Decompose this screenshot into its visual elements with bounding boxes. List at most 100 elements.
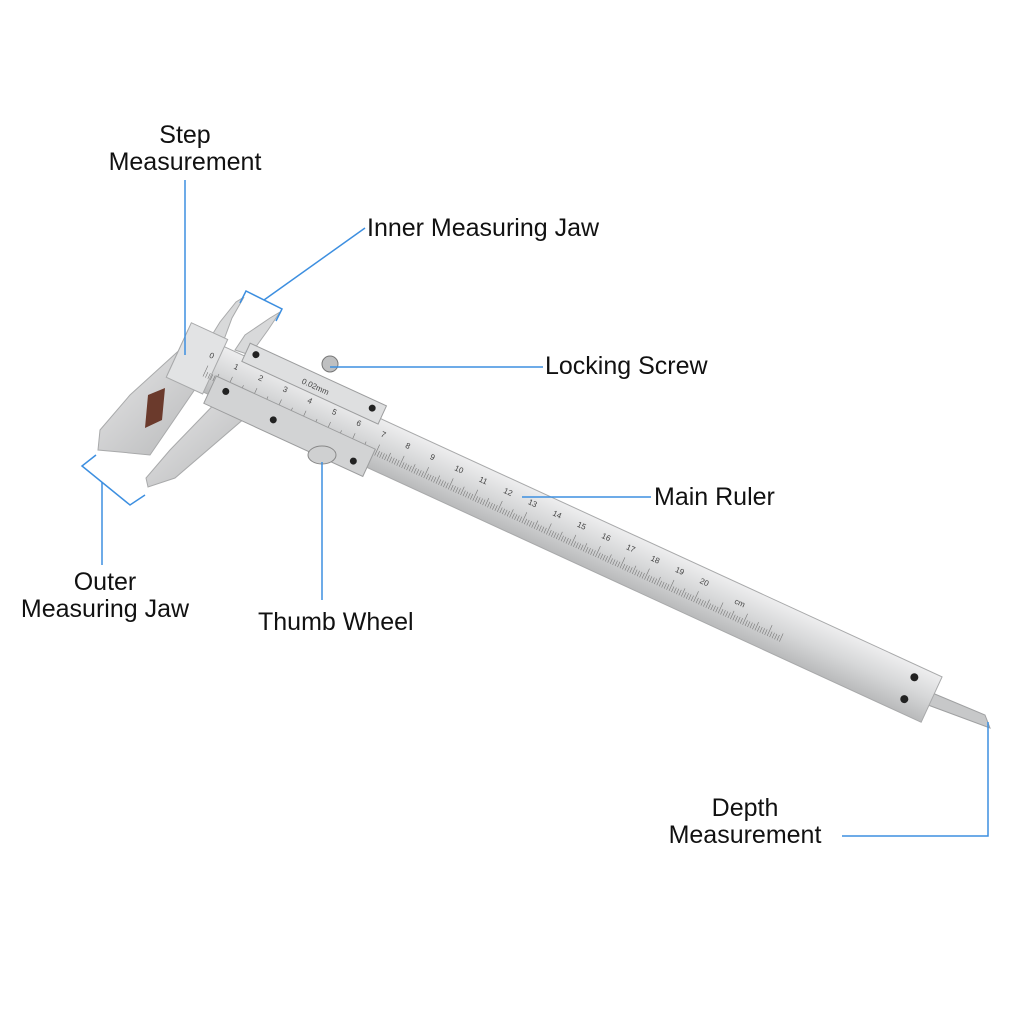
scale-tick [715, 606, 719, 613]
step-measurement-label: Step Measurement [90, 122, 280, 176]
scale-tick [541, 526, 545, 533]
scale-tick [627, 566, 631, 572]
scale-tick [585, 546, 589, 553]
scale-tick [536, 524, 540, 531]
scale-tick [423, 467, 429, 479]
main-ruler-label: Main Ruler [654, 483, 775, 511]
scale-number: 7 [379, 430, 387, 440]
scale-tick [683, 592, 687, 598]
depth-rod [927, 691, 991, 729]
scale-number: 2 [257, 373, 265, 383]
scale-tick [509, 509, 514, 518]
scale-tick [631, 565, 637, 575]
scale-number: 20 [698, 576, 710, 588]
scale-tick [575, 542, 579, 549]
scale-tick [739, 618, 743, 624]
scale-tick [433, 476, 437, 483]
scale-tick [690, 595, 694, 602]
scale-tick [516, 515, 520, 522]
scale-tick [411, 464, 416, 473]
scale-tick [504, 509, 508, 516]
scale-tick [413, 467, 417, 474]
scale-tick [511, 513, 515, 519]
scale-tick [443, 481, 447, 488]
scale-tick [705, 599, 710, 608]
scale-tick [590, 549, 594, 555]
scale-tick [447, 478, 454, 490]
scale-tick [425, 473, 429, 480]
scale-tick [757, 625, 761, 632]
scale-tick [649, 576, 653, 582]
scale-tick [595, 545, 601, 558]
scale-tick [205, 372, 209, 378]
thumb-wheel[interactable] [307, 445, 337, 465]
scale-tick [450, 484, 454, 491]
scale-tick [401, 462, 405, 469]
scale-tick [725, 611, 729, 617]
scale-tick [553, 532, 557, 538]
scale-tick [663, 583, 667, 589]
label-line: Measuring Jaw [20, 595, 190, 623]
unit-label: cm [733, 597, 747, 610]
label-line: Outer [73, 568, 137, 596]
locking-screw-label: Locking Screw [545, 352, 708, 380]
scale-number: 4 [306, 396, 314, 406]
scale-tick [391, 457, 395, 464]
scale-tick [612, 559, 616, 566]
scale-tick [501, 508, 505, 515]
scale-tick [457, 488, 461, 494]
scale-tick [673, 587, 677, 594]
scale-tick [452, 486, 456, 492]
scale-tick [465, 491, 469, 498]
scale-tick [685, 593, 689, 599]
scale-tick [604, 555, 609, 562]
jaw-insert [145, 388, 165, 428]
scale-tick [543, 527, 547, 534]
scale-tick [656, 576, 661, 586]
scale-number: 10 [453, 464, 465, 476]
scale-tick [742, 613, 748, 625]
scale-tick [533, 520, 539, 529]
scale-tick [384, 454, 388, 461]
scale-tick [764, 629, 768, 635]
scale-tick [472, 489, 479, 501]
scale-number: 14 [551, 509, 563, 521]
scale-tick [568, 539, 572, 545]
scale-tick [470, 493, 474, 500]
scale-tick [732, 614, 736, 621]
scale-tick [602, 554, 606, 561]
caliper-head [165, 322, 229, 395]
scale-tick [563, 536, 567, 543]
scale-tick [499, 507, 503, 514]
scale-tick [398, 455, 405, 467]
scale-tick [462, 490, 466, 497]
scale-tick [526, 519, 530, 526]
scale-tick [771, 632, 775, 639]
scale-tick [752, 623, 756, 630]
scale-tick [668, 579, 675, 591]
scale-tick [688, 594, 692, 601]
scale-tick [408, 465, 412, 472]
scale-tick [580, 544, 584, 551]
scale-number: 11 [478, 475, 490, 487]
scale-tick [693, 591, 699, 603]
scale-tick [695, 597, 699, 604]
scale-tick [703, 601, 707, 607]
scale-number: 19 [674, 565, 686, 577]
scale-tick [207, 373, 211, 379]
scale-tick [389, 456, 393, 463]
scale-tick [548, 530, 552, 536]
scale-number: 8 [404, 441, 412, 451]
scale-tick [514, 514, 518, 520]
scale-tick [587, 548, 591, 554]
scale-tick [747, 621, 751, 628]
outer-jaw-label: Outer Measuring Jaw [5, 569, 205, 623]
scale-tick [582, 543, 588, 552]
scale-tick [700, 599, 704, 606]
scale-tick [661, 581, 665, 588]
scale-number: 15 [576, 520, 588, 532]
scale-tick [769, 631, 773, 638]
scale-tick [761, 628, 765, 634]
locking-screw[interactable] [321, 355, 339, 373]
scale-tick [484, 497, 490, 507]
